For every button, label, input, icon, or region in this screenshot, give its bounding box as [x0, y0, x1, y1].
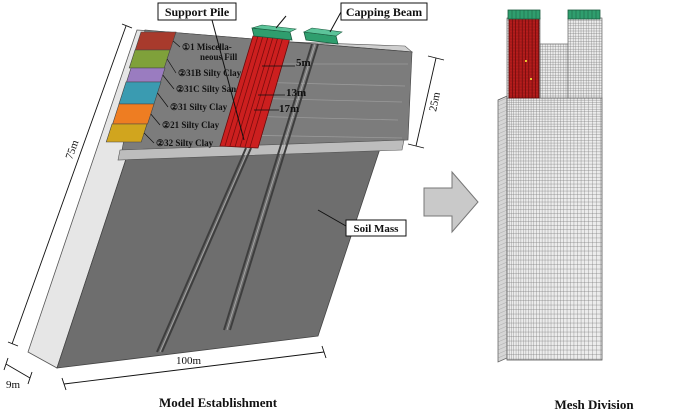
soil-layer-leader: [162, 74, 175, 90]
mesh-capping-beams: [507, 9, 601, 20]
capping-beam-right: [302, 27, 343, 45]
depth-5m-label: 5m: [296, 57, 311, 69]
capping-beam-callout: Capping Beam: [275, 2, 428, 33]
soil-layer-block: [128, 49, 171, 69]
soil-layer-leader: [172, 40, 181, 48]
transition-arrow: [423, 170, 479, 234]
depth-17m-label: 17m: [279, 103, 299, 115]
support-pile-callout: Support Pile: [157, 2, 245, 141]
pile-slot-highlights: [159, 43, 316, 353]
soil-layer-label: ②32 Silty Clay: [156, 138, 214, 148]
pile-slot-lines: [156, 43, 319, 353]
soil-layer-leader: [166, 58, 177, 74]
soil-layer-label: ②31 Silty Clay: [170, 102, 228, 112]
dimension-length: 100m: [61, 345, 327, 391]
dimension-width: 9m: [3, 357, 33, 391]
layer-32-band: [117, 139, 405, 161]
soil-layer-block: [112, 103, 155, 125]
soil-layer-block: [118, 81, 162, 105]
support-pile-label: Support Pile: [165, 5, 230, 19]
soil-layers: ①1 Miscella-neous Fill ②31B Silty Clay ②31…: [105, 31, 242, 148]
soil-layer-label-line2: neous Fill: [200, 52, 238, 62]
dimension-depth: 25m: [407, 55, 445, 149]
capping-beam-left: [251, 24, 298, 41]
soil-layer-block: [126, 67, 166, 83]
depth-25m-label: 25m: [427, 91, 443, 113]
mesh-front-face: [497, 97, 603, 363]
mesh-division-panel: Mesh Division: [497, 9, 634, 412]
width-9m-label: 9m: [6, 379, 21, 391]
soil-layer-label: ②31B Silty Clay: [178, 68, 242, 78]
soil-layer-leader: [143, 132, 155, 144]
soil-layer-leader: [150, 113, 161, 126]
length-100m-label: 100m: [176, 355, 202, 367]
soil-mass-label: Soil Mass: [354, 223, 400, 235]
soil-layer-block: [134, 31, 177, 51]
mesh-division-caption: Mesh Division: [554, 397, 634, 412]
soil-layer-leader: [157, 92, 169, 108]
model-establishment-panel: ①1 Miscella-neous Fill ②31B Silty Clay ②31…: [3, 2, 445, 410]
capping-beam-label: Capping Beam: [346, 5, 422, 19]
pile-depth-markers: 5m 13m 17m: [254, 57, 311, 115]
soil-layer-label: ②21 Silty Clay: [162, 120, 220, 130]
soil-layer-block: [105, 123, 148, 143]
soil-layer-label: ②31C Silty Sand: [176, 84, 241, 94]
soil-layer-label: ①1 Miscella-: [182, 42, 232, 52]
mesh-support-piles: [508, 17, 540, 99]
model-establishment-caption: Model Establishment: [159, 395, 278, 410]
soil-mass-callout: Soil Mass: [317, 209, 407, 237]
depth-13m-label: 13m: [286, 87, 306, 99]
